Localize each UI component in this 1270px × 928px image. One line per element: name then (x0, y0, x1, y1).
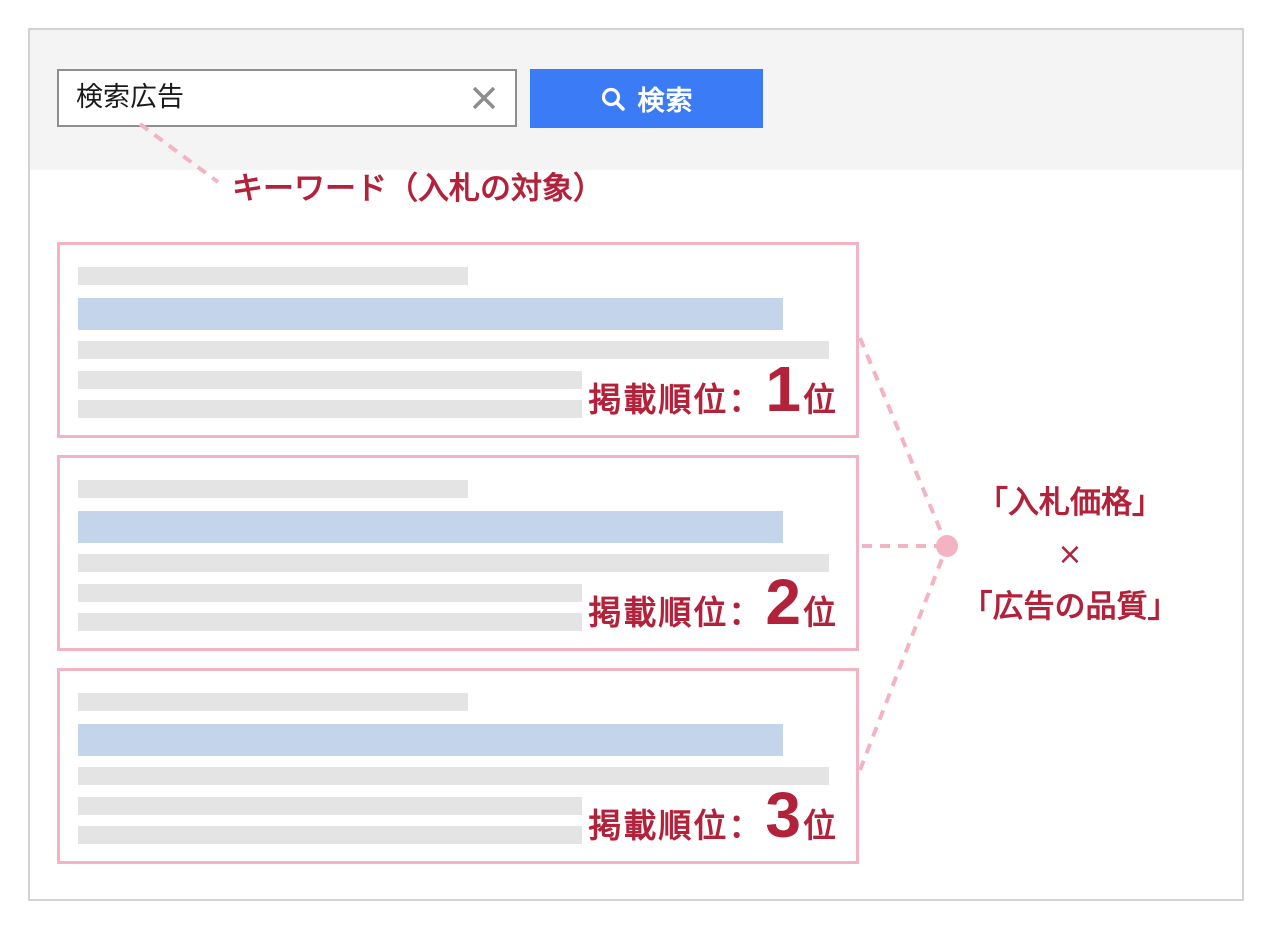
ad-text-placeholder (78, 767, 829, 785)
rank-suffix: 位 (803, 806, 836, 845)
ad-listing-2[interactable]: 掲載順位： 2 位 (57, 455, 859, 651)
ad-rank-label: 掲載順位： 3 位 (582, 779, 836, 851)
ad-url-placeholder (78, 693, 468, 711)
keyword-pointer-line (138, 122, 220, 184)
rank-number: 3 (765, 779, 801, 851)
ad-title-placeholder[interactable] (78, 511, 783, 543)
formula-bid-price: 「入札価格」 (977, 485, 1163, 521)
rank-prefix: 掲載順位： (588, 380, 764, 419)
ad-title-placeholder[interactable] (78, 724, 783, 756)
rank-number: 1 (765, 353, 801, 425)
rank-prefix: 掲載順位： (588, 806, 764, 845)
ad-text-placeholder (78, 554, 829, 572)
ad-text-placeholder (78, 341, 829, 359)
ad-url-placeholder (78, 267, 468, 285)
search-button[interactable]: 検索 (530, 69, 763, 128)
ad-title-placeholder[interactable] (78, 298, 783, 330)
ad-rank-label: 掲載順位： 1 位 (582, 353, 836, 425)
rank-number: 2 (765, 566, 801, 638)
connector-line-ad1 (858, 337, 949, 547)
ranking-formula: 「入札価格」 × 「広告の品質」 (940, 477, 1200, 633)
formula-multiply-sign: × (1057, 537, 1083, 572)
clear-icon[interactable] (471, 85, 497, 111)
connector-hub-dot (936, 535, 958, 557)
rank-suffix: 位 (803, 593, 836, 632)
search-button-label: 検索 (637, 86, 694, 117)
connector-line-ad3 (858, 545, 949, 771)
ad-listing-3[interactable]: 掲載順位： 3 位 (57, 668, 859, 864)
rank-suffix: 位 (803, 380, 836, 419)
search-icon (601, 87, 625, 111)
ad-rank-label: 掲載順位： 2 位 (582, 566, 836, 638)
keyword-annotation: キーワード（入札の対象） (232, 171, 604, 207)
formula-ad-quality: 「広告の品質」 (961, 589, 1179, 625)
search-query-text: 検索広告 (76, 82, 184, 113)
ad-listing-1[interactable]: 掲載順位： 1 位 (57, 242, 859, 438)
search-input[interactable]: 検索広告 (57, 69, 517, 127)
ad-url-placeholder (78, 480, 468, 498)
rank-prefix: 掲載順位： (588, 593, 764, 632)
